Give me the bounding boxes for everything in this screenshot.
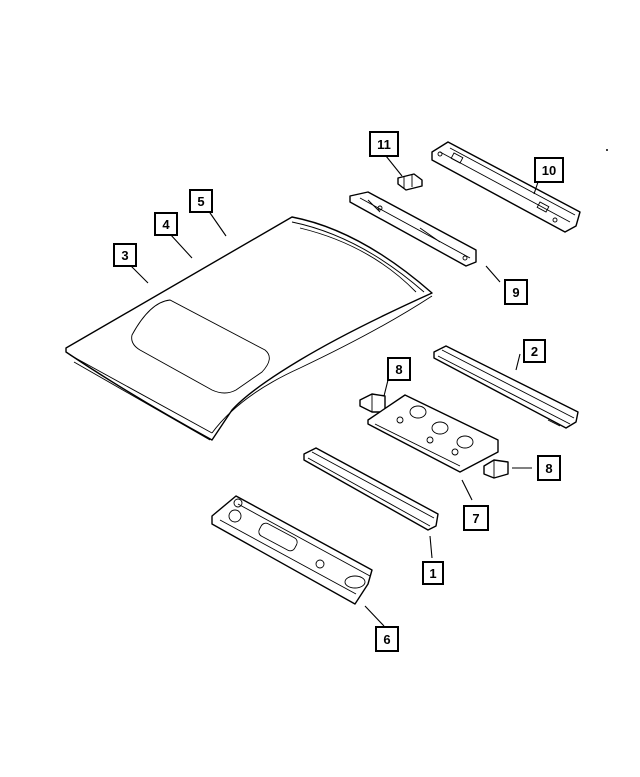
dot-mark <box>606 149 608 151</box>
callout-10-label: 10 <box>542 163 556 178</box>
callout-9[interactable]: 9 <box>504 279 528 305</box>
callout-8-lower[interactable]: 8 <box>537 455 561 481</box>
header-reinforcement <box>431 141 581 233</box>
bracket-right <box>483 459 509 479</box>
callout-3[interactable]: 3 <box>113 243 137 267</box>
front-header-bow <box>349 191 477 267</box>
callout-5[interactable]: 5 <box>189 189 213 213</box>
callout-6[interactable]: 6 <box>375 626 399 652</box>
callout-8-lower-label: 8 <box>545 461 552 476</box>
callout-3-label: 3 <box>121 248 128 263</box>
leader-lines <box>129 155 539 627</box>
windshield-header <box>211 495 373 605</box>
callout-1[interactable]: 1 <box>422 561 444 585</box>
callout-1-label: 1 <box>429 566 436 581</box>
bracket-left <box>359 393 386 413</box>
callout-7-label: 7 <box>472 511 479 526</box>
callout-10[interactable]: 10 <box>534 157 564 183</box>
callout-4[interactable]: 4 <box>154 212 178 236</box>
callout-2-label: 2 <box>531 344 538 359</box>
roof-panel <box>65 216 433 441</box>
rear-reinforcement <box>367 394 499 473</box>
callout-11[interactable]: 11 <box>369 131 399 157</box>
callout-5-label: 5 <box>197 194 204 209</box>
callout-7[interactable]: 7 <box>463 505 489 531</box>
clip-part <box>397 173 423 191</box>
callout-8-upper[interactable]: 8 <box>387 357 411 381</box>
callout-11-label: 11 <box>377 137 391 152</box>
callout-8-upper-label: 8 <box>395 362 402 377</box>
callout-4-label: 4 <box>162 217 170 232</box>
sunroof-opening <box>131 299 270 394</box>
callout-6-label: 6 <box>383 632 390 647</box>
callout-2[interactable]: 2 <box>523 339 546 363</box>
roof-bow-rear <box>433 345 579 429</box>
roof-bow-front <box>303 447 439 531</box>
callout-9-label: 9 <box>512 285 519 300</box>
